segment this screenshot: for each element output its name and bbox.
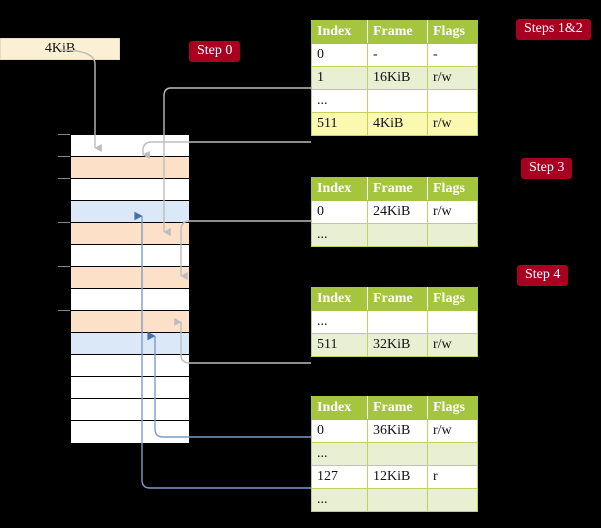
table-header-flags: Flags bbox=[427, 396, 478, 420]
memory-row-tick bbox=[58, 156, 70, 157]
table-cell: ... bbox=[311, 442, 368, 466]
physical-memory-column bbox=[70, 134, 190, 444]
table-row: ... bbox=[311, 310, 478, 334]
memory-frame-row bbox=[71, 179, 189, 201]
table-cell: 127 bbox=[311, 465, 368, 489]
table-header-frame: Frame bbox=[367, 396, 428, 420]
table-cell: - bbox=[367, 43, 428, 67]
table-cell: ... bbox=[311, 89, 368, 113]
table-cell: r/w bbox=[427, 112, 478, 136]
table-cell: 32KiB bbox=[367, 333, 428, 357]
table-header-flags: Flags bbox=[427, 20, 478, 44]
table-row: ... bbox=[311, 89, 478, 113]
table-row: ... bbox=[311, 442, 478, 466]
step-4-label: Step 4 bbox=[517, 265, 569, 286]
table-cell: 16KiB bbox=[367, 66, 428, 90]
table-cell bbox=[367, 442, 428, 466]
table-cell: r/w bbox=[427, 333, 478, 357]
memory-row-tick bbox=[58, 134, 70, 135]
table-cell: 511 bbox=[311, 112, 368, 136]
step-0-label: Step 0 bbox=[189, 41, 241, 62]
table-cell: 12KiB bbox=[367, 465, 428, 489]
table-cell: ... bbox=[311, 310, 368, 334]
memory-frame-row bbox=[71, 245, 189, 267]
table-cell bbox=[427, 223, 478, 247]
memory-frame-row bbox=[71, 135, 189, 157]
table-header-index: Index bbox=[311, 396, 368, 420]
memory-frame-row bbox=[71, 223, 189, 245]
table-cell bbox=[367, 223, 428, 247]
table-cell bbox=[427, 89, 478, 113]
steps-1-2-label: Steps 1&2 bbox=[516, 19, 591, 40]
table-cell bbox=[367, 89, 428, 113]
table-cell: 0 bbox=[311, 43, 368, 67]
table-row: ... bbox=[311, 488, 478, 512]
table-row: ... bbox=[311, 223, 478, 247]
table-cell: 0 bbox=[311, 200, 368, 224]
memory-row-tick bbox=[58, 266, 70, 267]
memory-frame-row bbox=[71, 421, 189, 443]
table-cell: 24KiB bbox=[367, 200, 428, 224]
table-cell: 36KiB bbox=[367, 419, 428, 443]
table-header-index: Index bbox=[311, 20, 368, 44]
wire-step3-pdp-to-memory bbox=[180, 220, 311, 280]
table-header-frame: Frame bbox=[367, 177, 428, 201]
memory-row-tick bbox=[58, 178, 70, 179]
memory-frame-row bbox=[71, 289, 189, 311]
memory-frame-row bbox=[71, 377, 189, 399]
table-header-index: Index bbox=[311, 177, 368, 201]
table-header-index: Index bbox=[311, 287, 368, 311]
memory-frame-row bbox=[71, 311, 189, 333]
source-frame-box: 4KiB bbox=[0, 38, 120, 60]
table-cell: r/w bbox=[427, 419, 478, 443]
table-cell: - bbox=[427, 43, 478, 67]
table-cell bbox=[427, 310, 478, 334]
table-header-flags: Flags bbox=[427, 287, 478, 311]
table-cell: r/w bbox=[427, 66, 478, 90]
memory-row-tick bbox=[58, 222, 70, 223]
memory-frame-row bbox=[71, 157, 189, 179]
table-cell: ... bbox=[311, 223, 368, 247]
table-cell: 4KiB bbox=[367, 112, 428, 136]
table-cell bbox=[367, 310, 428, 334]
memory-frame-row bbox=[71, 399, 189, 421]
memory-frame-row bbox=[71, 201, 189, 223]
step-3-label: Step 3 bbox=[521, 158, 573, 179]
table-cell: 1 bbox=[311, 66, 368, 90]
table-cell: ... bbox=[311, 488, 368, 512]
table-cell: 0 bbox=[311, 419, 368, 443]
table-cell: 511 bbox=[311, 333, 368, 357]
table-row: 0-- bbox=[311, 43, 478, 67]
table-header-flags: Flags bbox=[427, 177, 478, 201]
table-cell: r/w bbox=[427, 200, 478, 224]
table-header-frame: Frame bbox=[367, 287, 428, 311]
table-cell bbox=[367, 488, 428, 512]
memory-frame-row bbox=[71, 333, 189, 355]
table-header-frame: Frame bbox=[367, 20, 428, 44]
memory-frame-row bbox=[71, 355, 189, 377]
wire-step4-pd-to-memory bbox=[174, 318, 311, 364]
table-cell: r bbox=[427, 465, 478, 489]
table-cell bbox=[427, 488, 478, 512]
memory-row-tick bbox=[58, 310, 70, 311]
table-cell bbox=[427, 442, 478, 466]
memory-frame-row bbox=[71, 267, 189, 289]
